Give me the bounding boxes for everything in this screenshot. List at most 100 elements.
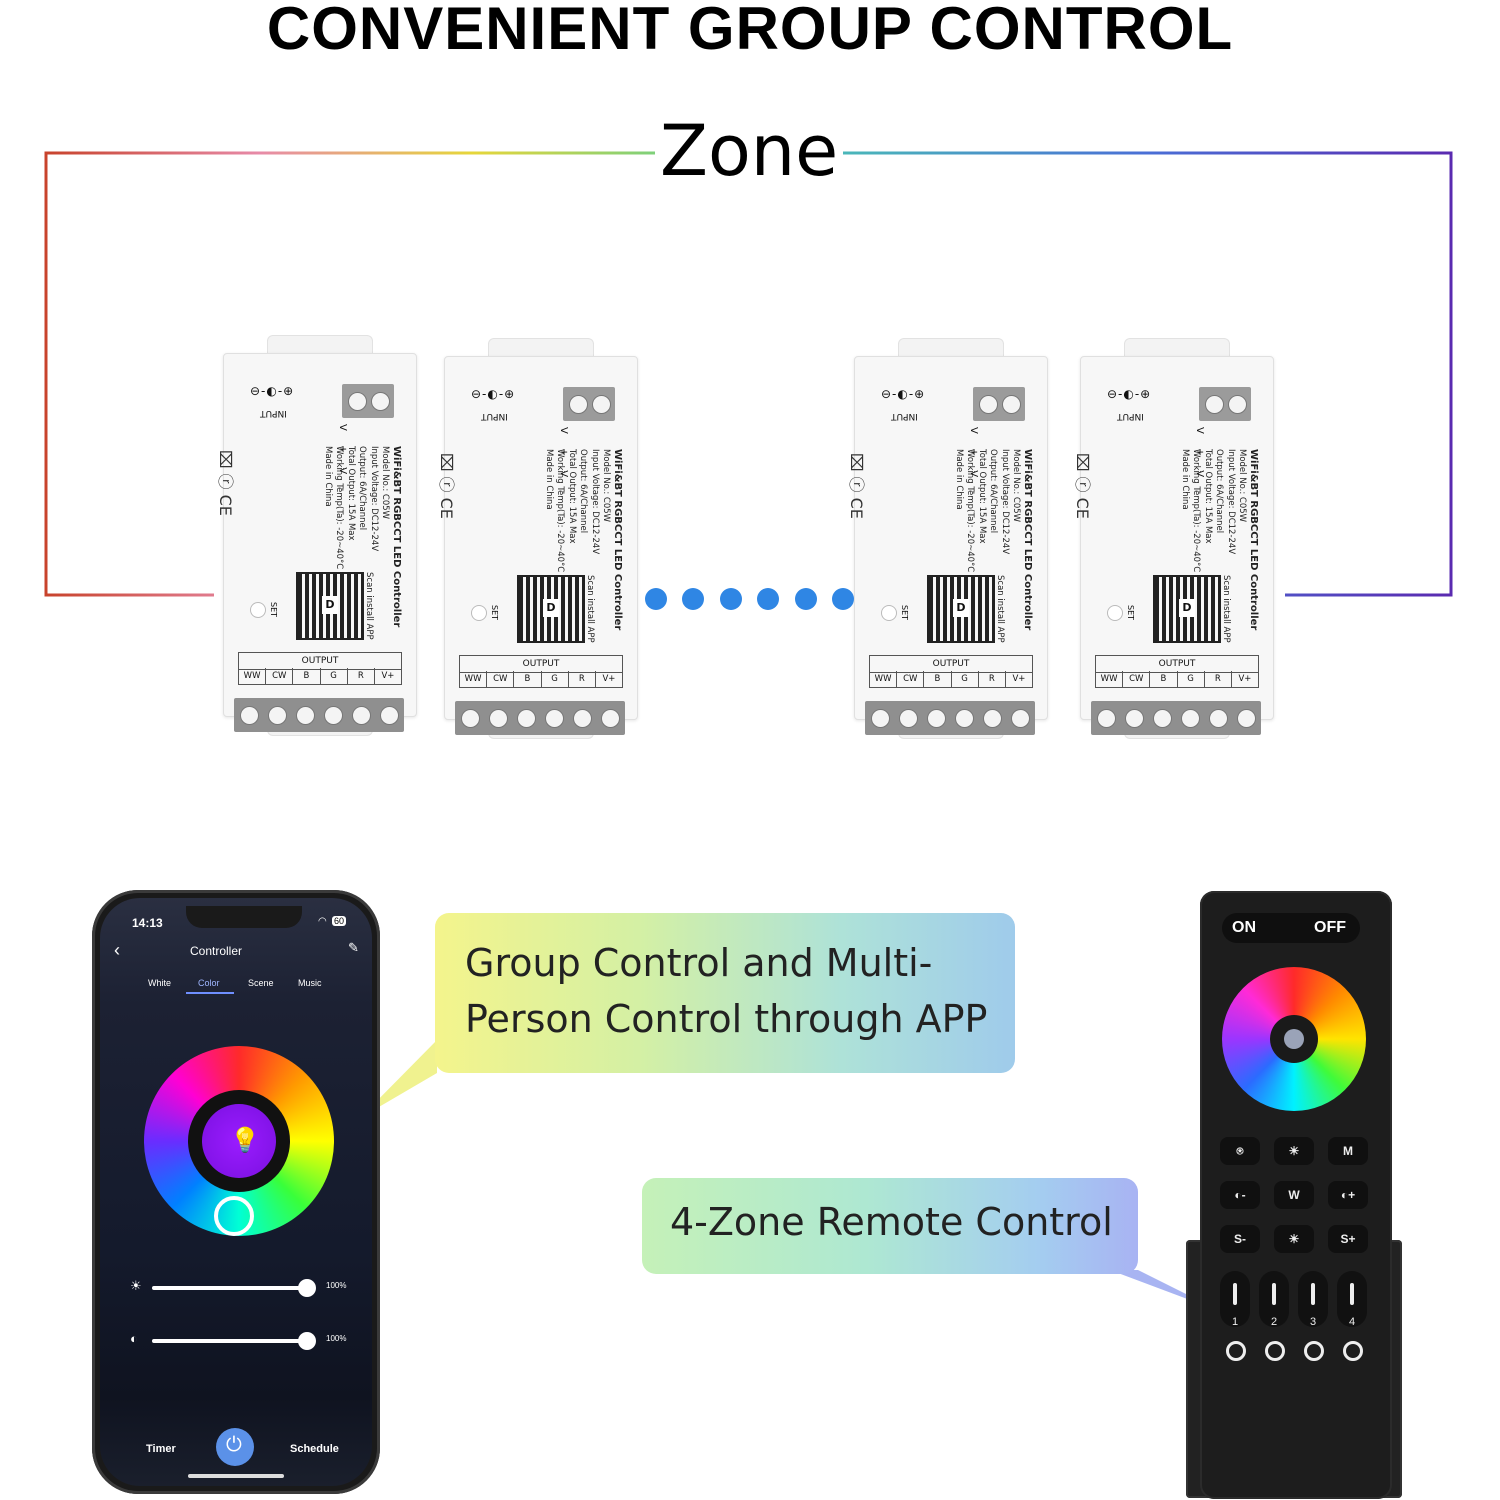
set-button[interactable] (250, 602, 266, 618)
power-icon: ⏻ (226, 1434, 242, 1456)
zone-1-off-button[interactable] (1226, 1341, 1246, 1361)
brightness-up-icon-button[interactable]: ☀ (1274, 1137, 1314, 1165)
callout-app-line2: Person Control through APP (465, 997, 988, 1041)
input-label: INPUT (260, 408, 287, 418)
timer-button[interactable]: Timer (146, 1443, 176, 1455)
dc-polarity-symbol: ⊖-◐-⊕ (881, 387, 926, 401)
zone-4-off-button[interactable] (1343, 1341, 1363, 1361)
led-controller: ⊖-◐-⊕ INPUT V+V- WiFi&BT RGBCCT LED Cont… (847, 338, 1054, 739)
remote-color-wheel[interactable] (1222, 967, 1366, 1111)
set-button[interactable] (1107, 605, 1123, 621)
output-terminal (455, 701, 625, 735)
color-picker-knob[interactable] (214, 1196, 254, 1236)
mode-icon-button[interactable]: ⍟ (1220, 1137, 1260, 1165)
certification-icons: ⌧ ⓡ CE (437, 453, 456, 519)
pin-label: R (1205, 671, 1232, 687)
set-button[interactable] (471, 605, 487, 621)
pin-label: R (979, 671, 1006, 687)
pin-label: R (569, 671, 596, 687)
pin-label: CW (1123, 671, 1151, 687)
bulb-icon: 💡 (230, 1127, 260, 1154)
zone-label: Zone (660, 110, 839, 192)
input-terminal (563, 387, 615, 421)
pin-label: WW (870, 671, 898, 687)
pin-label: B (293, 668, 321, 684)
scan-label: Scan install APP (995, 575, 1005, 643)
pin-label: V+ (602, 674, 616, 684)
led-controller: ⊖-◐-⊕ INPUT V+V- WiFi&BT RGBCCT LED Cont… (216, 335, 423, 736)
pin-label: B (924, 671, 952, 687)
brightness-thumb[interactable] (298, 1279, 316, 1297)
back-icon[interactable]: ‹ (114, 940, 120, 960)
pin-label: B (514, 671, 542, 687)
zone-line-left (44, 151, 655, 597)
set-button[interactable] (881, 605, 897, 621)
pin-label: G (321, 668, 348, 684)
tab-scene[interactable]: Scene (248, 978, 274, 988)
qr-code (927, 575, 995, 643)
power-button[interactable]: ⏻ (216, 1428, 254, 1466)
tab-white[interactable]: White (148, 978, 172, 988)
brightness-icon-button[interactable]: ☀ (1274, 1225, 1314, 1253)
callout-app-text: Group Control and Multi- Person Control … (465, 935, 987, 1047)
pin-label: V+ (1238, 674, 1252, 684)
edit-icon[interactable]: ✎ (348, 940, 359, 955)
pin-label: CW (487, 671, 515, 687)
contrast-plus-button[interactable]: ◐+ (1328, 1181, 1368, 1209)
set-label: SET (900, 605, 909, 621)
ellipsis-dot (645, 588, 667, 610)
schedule-button[interactable]: Schedule (290, 1443, 339, 1455)
dc-polarity-symbol: ⊖-◐-⊕ (250, 384, 295, 398)
led-controller: ⊖-◐-⊕ INPUT V+V- WiFi&BT RGBCCT LED Cont… (437, 338, 644, 739)
zone-3-off-button[interactable] (1304, 1341, 1324, 1361)
remote-wheel-center (1270, 1015, 1318, 1063)
m-button[interactable]: M (1328, 1137, 1368, 1165)
color-wheel[interactable]: 💡 (144, 1046, 334, 1236)
pin-label: B (1150, 671, 1178, 687)
set-label: SET (1126, 605, 1135, 621)
tab-color-indicator (186, 992, 234, 994)
callout-app: Group Control and Multi- Person Control … (435, 913, 1015, 1073)
zone-line-right (843, 151, 1453, 597)
saturation-slider[interactable] (152, 1332, 316, 1350)
scan-label: Scan install APP (1221, 575, 1231, 643)
callout-remote: 4-Zone Remote Control (642, 1178, 1138, 1274)
on-button[interactable]: ON (1232, 919, 1256, 936)
certification-icons: ⌧ ⓡ CE (1073, 453, 1092, 519)
remote: ON OFF ⍟ ☀ M ◐- W ◐+ S- ☀ S+ 1 2 3 4 (1200, 891, 1392, 1499)
contrast-icon: ◐ (130, 1331, 138, 1346)
zone-3-on-button[interactable] (1298, 1271, 1328, 1327)
zone-1-on-button[interactable] (1220, 1271, 1250, 1327)
w-button[interactable]: W (1274, 1181, 1314, 1209)
phone-screen: 14:13 ◠ 60 ‹ Controller ✎ White Color Sc… (100, 898, 372, 1486)
off-button[interactable]: OFF (1314, 919, 1346, 936)
contrast-minus-button[interactable]: ◐- (1220, 1181, 1260, 1209)
pin-label: V+ (381, 671, 395, 681)
pin-label: G (542, 671, 569, 687)
zone-2-label: 2 (1271, 1316, 1278, 1328)
tab-music[interactable]: Music (298, 978, 322, 988)
brightness-value: 100% (326, 1281, 347, 1290)
s-plus-button[interactable]: S+ (1328, 1225, 1368, 1253)
pin-label: CW (897, 671, 925, 687)
dc-polarity-symbol: ⊖-◐-⊕ (1107, 387, 1152, 401)
qr-code (1153, 575, 1221, 643)
brightness-slider[interactable] (152, 1279, 316, 1297)
input-label: INPUT (1117, 411, 1144, 421)
pin-label: WW (239, 668, 267, 684)
set-label: SET (269, 602, 278, 618)
callout-remote-text: 4-Zone Remote Control (670, 1200, 1113, 1244)
input-label: INPUT (891, 411, 918, 421)
s-minus-button[interactable]: S- (1220, 1225, 1260, 1253)
saturation-thumb[interactable] (298, 1332, 316, 1350)
brightness-icon: ☀ (130, 1278, 142, 1293)
pin-label: G (1178, 671, 1205, 687)
pin-label: WW (1096, 671, 1124, 687)
zone-3-label: 3 (1310, 1316, 1317, 1328)
zone-4-on-button[interactable] (1337, 1271, 1367, 1327)
zone-2-on-button[interactable] (1259, 1271, 1289, 1327)
tab-color[interactable]: Color (198, 978, 220, 988)
controller-body: ⊖-◐-⊕ INPUT V+V- WiFi&BT RGBCCT LED Cont… (437, 356, 638, 735)
zone-2-off-button[interactable] (1265, 1341, 1285, 1361)
